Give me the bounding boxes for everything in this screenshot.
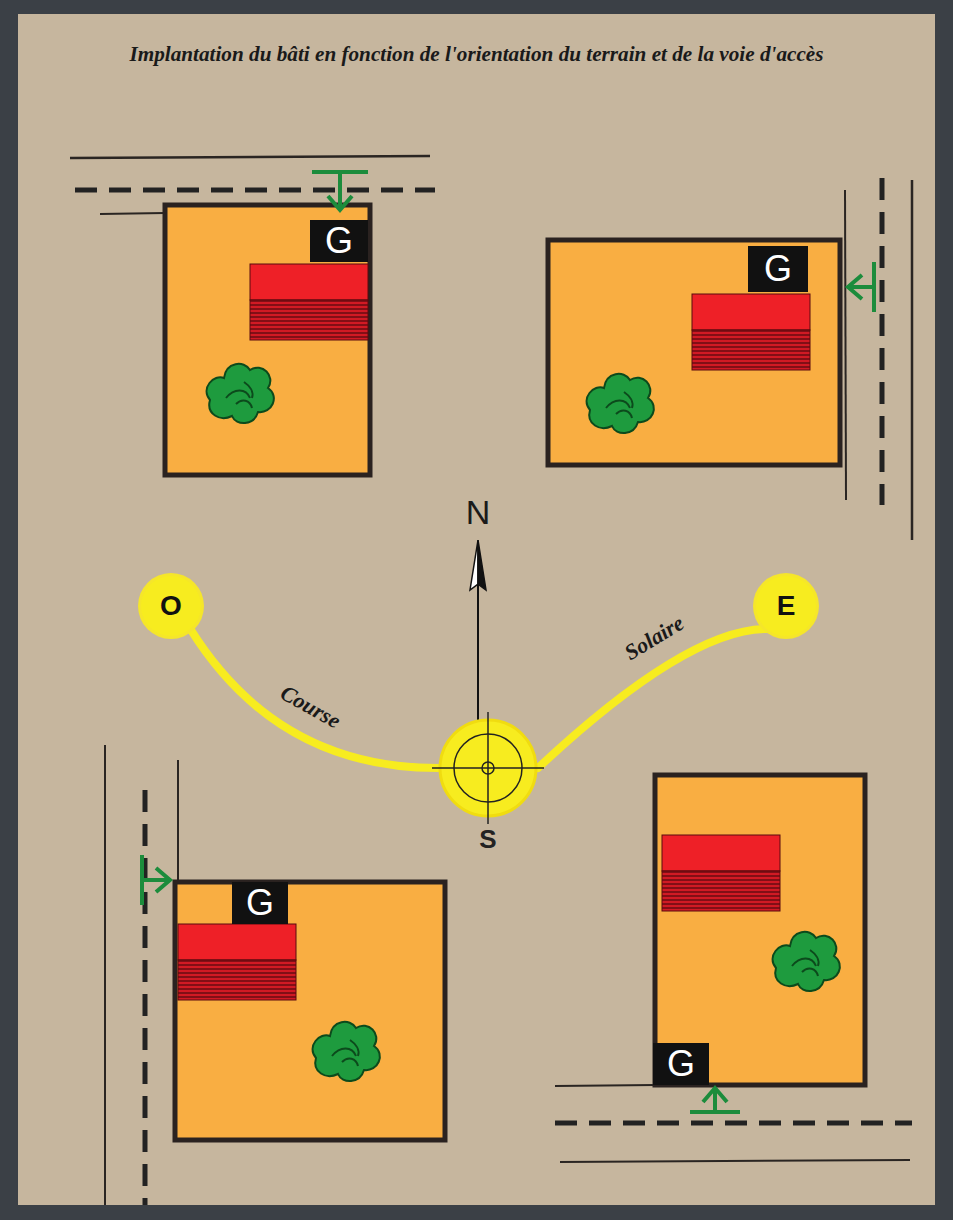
- sun-east: E: [756, 576, 816, 636]
- diagram-title: Implantation du bâti en fonction de l'or…: [18, 42, 935, 67]
- cardinal-letter: E: [777, 590, 796, 622]
- north-label: N: [466, 493, 491, 532]
- sun-symbol: [438, 718, 538, 818]
- sun-south: S: [438, 718, 538, 818]
- garage-letter: G: [246, 885, 274, 921]
- garage-box: G: [310, 220, 368, 262]
- garage-letter: G: [667, 1046, 695, 1082]
- sun-west: O: [141, 576, 201, 636]
- garage-letter: G: [764, 251, 792, 287]
- sun-path-arc: [190, 629, 438, 768]
- garage-box: G: [232, 882, 288, 924]
- cardinal-letter: O: [160, 590, 182, 622]
- garage-box: G: [653, 1043, 709, 1085]
- garage-letter: G: [325, 223, 353, 259]
- cardinal-letter: S: [479, 824, 496, 855]
- garage-box: G: [748, 246, 808, 292]
